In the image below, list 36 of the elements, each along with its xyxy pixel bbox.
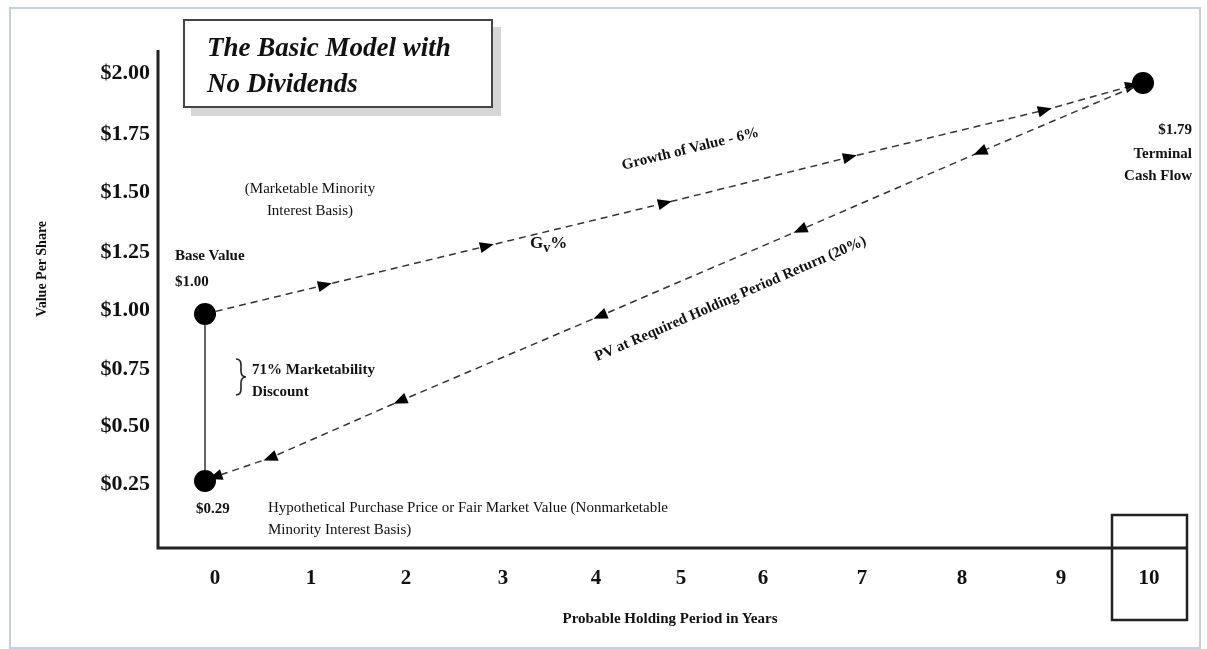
axis-tick-label: 0 bbox=[208, 564, 222, 591]
data-point bbox=[194, 470, 216, 492]
axis-tick-label: 1 bbox=[304, 564, 318, 591]
title-text: The Basic Model with No Dividends bbox=[207, 31, 452, 100]
data-point bbox=[1132, 72, 1154, 94]
axis-tick-label: 5 bbox=[674, 564, 688, 591]
discount-label: 71% Marketability Discount bbox=[252, 360, 376, 401]
axis-tick-label: 7 bbox=[855, 564, 869, 591]
value-label: $1.79 bbox=[1157, 120, 1192, 139]
axis-tick-label: $1.75 bbox=[99, 119, 150, 147]
axis-tick-label: $0.50 bbox=[99, 411, 150, 439]
axis-tick-label: $0.25 bbox=[99, 469, 150, 497]
axis-tick-label: 9 bbox=[1054, 564, 1068, 591]
note: (Marketable Minority Interest Basis) bbox=[243, 179, 377, 220]
data-point bbox=[194, 303, 216, 325]
point-label: Base Value bbox=[175, 246, 246, 265]
axis-tick-label: 2 bbox=[399, 564, 413, 591]
axis-tick-label: 10 bbox=[1137, 564, 1161, 591]
axis-tick-label: $0.75 bbox=[99, 354, 150, 382]
arrow bbox=[214, 86, 1134, 480]
rate-label: G$_{v}$% bbox=[530, 232, 569, 258]
axis-tick-label: $1.50 bbox=[99, 177, 150, 205]
axis-tick-label: 4 bbox=[589, 564, 603, 591]
arrow bbox=[214, 82, 1134, 313]
axis-tick-label: 6 bbox=[756, 564, 770, 591]
note: Hypothetical Purchase Price or Fair Market Value (Nonmarketable Minority Interest Basis) bbox=[268, 498, 668, 539]
axis-tick-label: $1.25 bbox=[99, 237, 150, 265]
axis-tick-label: 3 bbox=[496, 564, 510, 591]
axis-title: Probable Holding Period in Years bbox=[561, 609, 779, 628]
connector-line bbox=[204, 324, 206, 471]
value-label: $1.00 bbox=[175, 272, 210, 291]
axis-tick-label: $2.00 bbox=[99, 58, 150, 86]
axis-title: Value Per Share bbox=[33, 219, 50, 320]
value-label: Terminal Cash Flow bbox=[1123, 144, 1192, 185]
axis-tick-label: $1.00 bbox=[99, 295, 150, 323]
axis-tick-label: 8 bbox=[955, 564, 969, 591]
